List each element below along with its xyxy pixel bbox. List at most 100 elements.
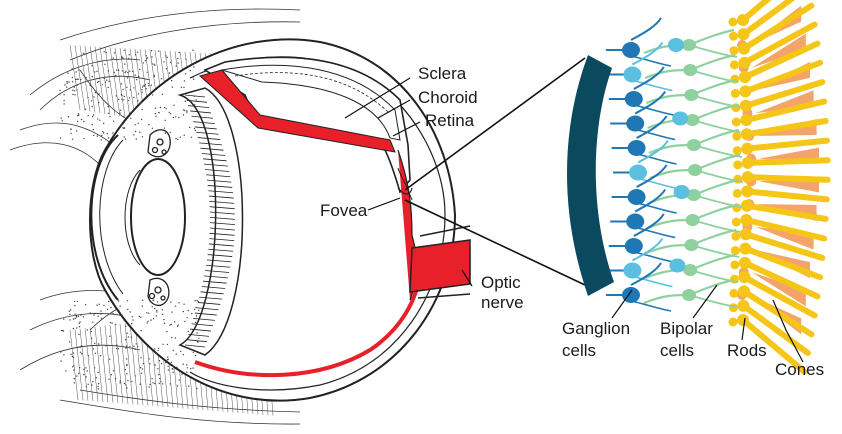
label-bipolar-line1: Bipolar (660, 319, 713, 338)
stipple-dot (118, 98, 120, 101)
stipple-dot (92, 321, 94, 323)
eyelid-hatch (104, 47, 116, 116)
stipple-dot (70, 132, 72, 135)
stipple-dot (73, 377, 75, 380)
stipple-dot (137, 122, 139, 125)
stipple-dot (177, 138, 179, 141)
ciliary-stripe (202, 158, 227, 162)
stipple-dot (166, 330, 168, 333)
ganglion-dendrite (636, 115, 668, 139)
rod-nucleus (740, 199, 753, 212)
stipple-dot (87, 96, 89, 99)
stipple-dot (59, 89, 61, 92)
stipple-dot (68, 341, 71, 343)
ciliary-stripe (193, 318, 215, 321)
eyelid-hatch (109, 325, 119, 404)
stipple-dot (165, 108, 167, 110)
stipple-dot (171, 337, 173, 339)
ganglion-cell (624, 91, 643, 107)
stipple-dot (126, 364, 128, 366)
ganglion-dendrite (631, 237, 664, 262)
ciliary-stripe (188, 333, 210, 337)
stipple-dot (91, 65, 93, 67)
ganglion-dendrite (630, 17, 662, 41)
ciliary-stripe (188, 105, 210, 109)
stipple-dot (130, 336, 133, 338)
eyelid-hatch (109, 47, 121, 117)
stipple-dot (150, 50, 153, 52)
stipple-dot (109, 335, 111, 337)
stipple-dot (102, 132, 105, 134)
stipple-dot (108, 378, 110, 380)
ciliary-stripe (205, 270, 230, 273)
stipple-dot (98, 81, 100, 83)
label-bipolar-line2: cells (660, 341, 694, 360)
stipple-dot (186, 364, 188, 366)
stipple-dot (125, 70, 127, 72)
stipple-dot (116, 69, 118, 71)
stipple-dot (60, 117, 62, 119)
stipple-dot (75, 71, 77, 73)
eyelid-hatch (74, 329, 84, 401)
stipple-dot (195, 315, 198, 317)
stipple-dot (179, 344, 181, 347)
ganglion-cell (627, 140, 646, 156)
stipple-dot (192, 329, 194, 331)
stipple-dot (129, 311, 131, 313)
stipple-dot (192, 351, 194, 353)
cornea (90, 134, 119, 301)
stipple-dot (190, 136, 193, 138)
stipple-dot (183, 86, 185, 89)
stipple-dot (106, 308, 109, 311)
stipple-dot (125, 384, 127, 386)
rod (744, 157, 831, 166)
stipple-dot (77, 113, 80, 115)
stipple-dot (157, 349, 159, 352)
lens (130, 158, 186, 276)
stipple-dot (146, 71, 148, 74)
stipple-dot (168, 111, 170, 114)
stipple-dot (139, 131, 141, 133)
stipple-dot (130, 117, 132, 120)
eyelid-hatch (84, 45, 96, 113)
stipple-dot (73, 382, 76, 384)
stipple-dot (139, 102, 141, 104)
stipple-dot (124, 369, 127, 371)
stipple-dot (160, 362, 163, 365)
stipple-dot (170, 61, 172, 63)
stipple-dot (194, 354, 197, 357)
stipple-dot (139, 383, 141, 385)
stipple-dot (175, 65, 177, 67)
rod-nucleus (738, 271, 751, 284)
stipple-dot (110, 306, 112, 309)
stipple-dot (73, 365, 75, 367)
stipple-dot (115, 347, 118, 350)
stipple-dot (197, 341, 199, 343)
stipple-dot (117, 348, 120, 350)
stipple-dot (118, 69, 120, 71)
stipple-dot (150, 319, 152, 321)
stipple-dot (91, 345, 94, 347)
stipple-dot (83, 138, 85, 140)
stipple-dot (154, 107, 156, 109)
stipple-dot (153, 75, 156, 78)
ganglion-layer (606, 17, 690, 312)
stipple-dot (126, 387, 128, 389)
rod-nucleus (740, 128, 753, 141)
ciliary-stripe (207, 254, 233, 257)
stipple-dot (191, 312, 193, 315)
stipple-dot (156, 311, 158, 313)
stipple-dot (134, 54, 137, 56)
rod (742, 245, 824, 281)
eyelid-hatch (124, 48, 136, 119)
stipple-dot (119, 109, 122, 112)
stipple-dot (192, 76, 194, 79)
stipple-dot (78, 367, 81, 369)
stipple-dot (133, 87, 135, 89)
stipple-dot (170, 80, 173, 82)
stipple-dot (126, 77, 129, 79)
stipple-dot (140, 372, 143, 374)
stipple-dot (176, 385, 179, 387)
stipple-dot (154, 382, 156, 385)
rod (741, 274, 818, 319)
